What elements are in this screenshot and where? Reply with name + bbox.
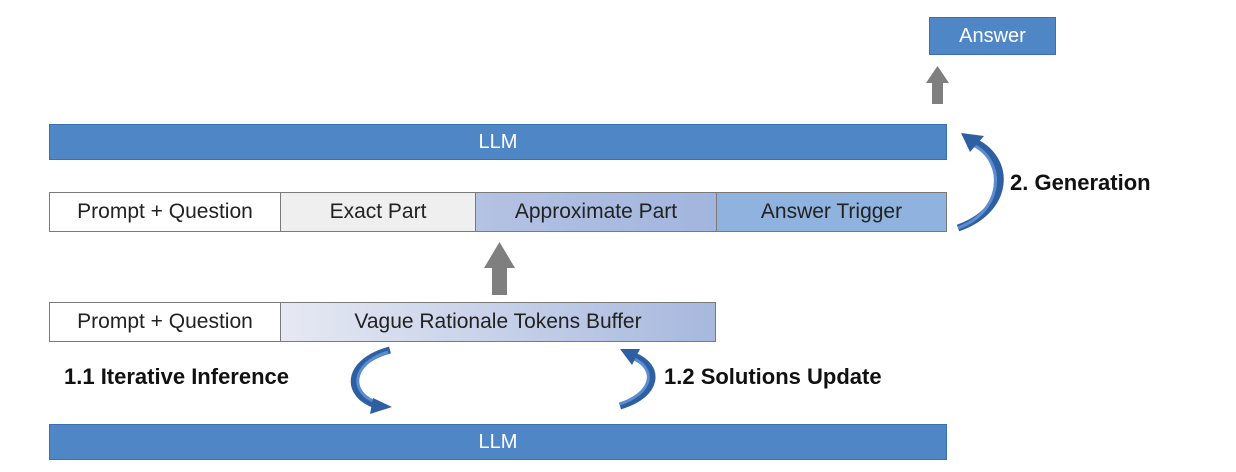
up-arrow-to-answer-icon (926, 66, 949, 104)
prompt-question-segment: Prompt + Question (50, 193, 281, 231)
up-arrow-to-approximate-icon (484, 242, 515, 295)
exact-part-segment: Exact Part (281, 193, 476, 231)
vague-rationale-buffer-segment: Vague Rationale Tokens Buffer (281, 303, 715, 341)
solutions-update-curved-arrow-icon (618, 349, 656, 410)
solutions-update-step-label: 1.2 Solutions Update (664, 364, 882, 389)
approximate-part-segment: Approximate Part (476, 193, 717, 231)
iterative-inference-curved-arrow-icon (350, 346, 392, 414)
answer-box: Answer (929, 17, 1056, 55)
iterative-inference-step-label: 1.1 Iterative Inference (64, 364, 290, 389)
generation-curved-arrow-icon (956, 133, 1004, 232)
answer-trigger-segment: Answer Trigger (717, 193, 946, 231)
generation-input-row: Prompt + Question Exact Part Approximate… (49, 192, 947, 232)
llm-bottom-bar: LLM (49, 424, 947, 460)
buffer-prompt-question-segment: Prompt + Question (50, 303, 281, 341)
buffer-row: Prompt + Question Vague Rationale Tokens… (49, 302, 716, 342)
generation-step-label: 2. Generation (1010, 170, 1151, 195)
llm-top-bar: LLM (49, 124, 947, 160)
